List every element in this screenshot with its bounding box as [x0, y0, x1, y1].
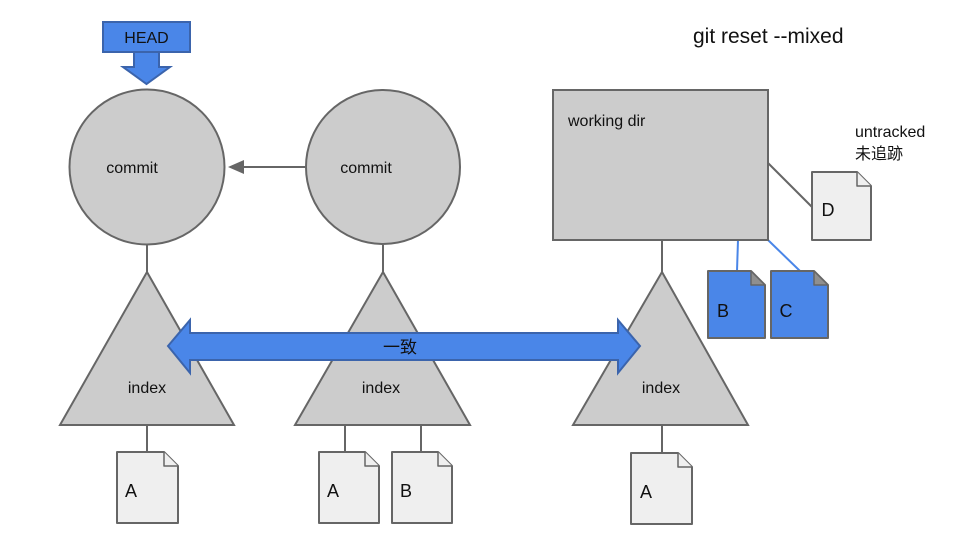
file-fold-icon — [856, 172, 871, 187]
file-b-index2: B — [391, 451, 453, 524]
file-fold-icon — [364, 452, 379, 467]
file-fold-icon — [677, 453, 692, 468]
head-label: HEAD — [124, 30, 168, 47]
file-a-index3-label: A — [640, 482, 652, 502]
file-c-working-label: C — [780, 301, 793, 321]
index-triangle-2-label: index — [362, 380, 400, 397]
commit-parent-arrowhead-icon — [228, 160, 244, 174]
index-triangle-3-label: index — [642, 380, 680, 397]
commit-node-2-label: commit — [340, 160, 392, 177]
file-fold-icon — [750, 270, 766, 286]
file-fold-icon — [437, 452, 452, 467]
working-dir-box — [552, 89, 769, 241]
untracked-label-en: untracked — [855, 124, 925, 141]
file-a-index1: A — [116, 451, 179, 524]
page-title: git reset --mixed — [693, 25, 844, 48]
file-b-working: B — [707, 270, 766, 339]
equality-double-arrow — [166, 317, 642, 376]
equality-arrow-label: 一致 — [383, 338, 417, 357]
file-b-index2-label: B — [400, 481, 412, 501]
connector-workingdir-fileB — [736, 239, 739, 272]
file-fold-icon — [813, 270, 829, 286]
file-fold-icon — [163, 452, 178, 467]
file-a-index2-label: A — [327, 481, 339, 501]
commit-node-1-label: commit — [106, 160, 158, 177]
commit-node-1 — [68, 88, 226, 246]
untracked-label-ja: 未追跡 — [855, 145, 903, 163]
connector-workingdir-fileD — [767, 162, 813, 208]
index-triangle-1-label: index — [128, 380, 166, 397]
head-down-arrow-icon — [119, 51, 174, 86]
commit-node-2 — [305, 89, 461, 245]
working-dir-label: working dir — [567, 113, 646, 130]
file-d-label: D — [822, 200, 835, 220]
file-a-index3: A — [630, 452, 693, 525]
connector-workingdir-fileC — [767, 239, 801, 272]
file-a-index2: A — [318, 451, 380, 524]
file-d-untracked: D — [811, 171, 872, 241]
file-b-working-label: B — [717, 301, 729, 321]
file-c-working: C — [770, 270, 829, 339]
head-box — [102, 21, 191, 53]
file-a-index1-label: A — [125, 481, 137, 501]
